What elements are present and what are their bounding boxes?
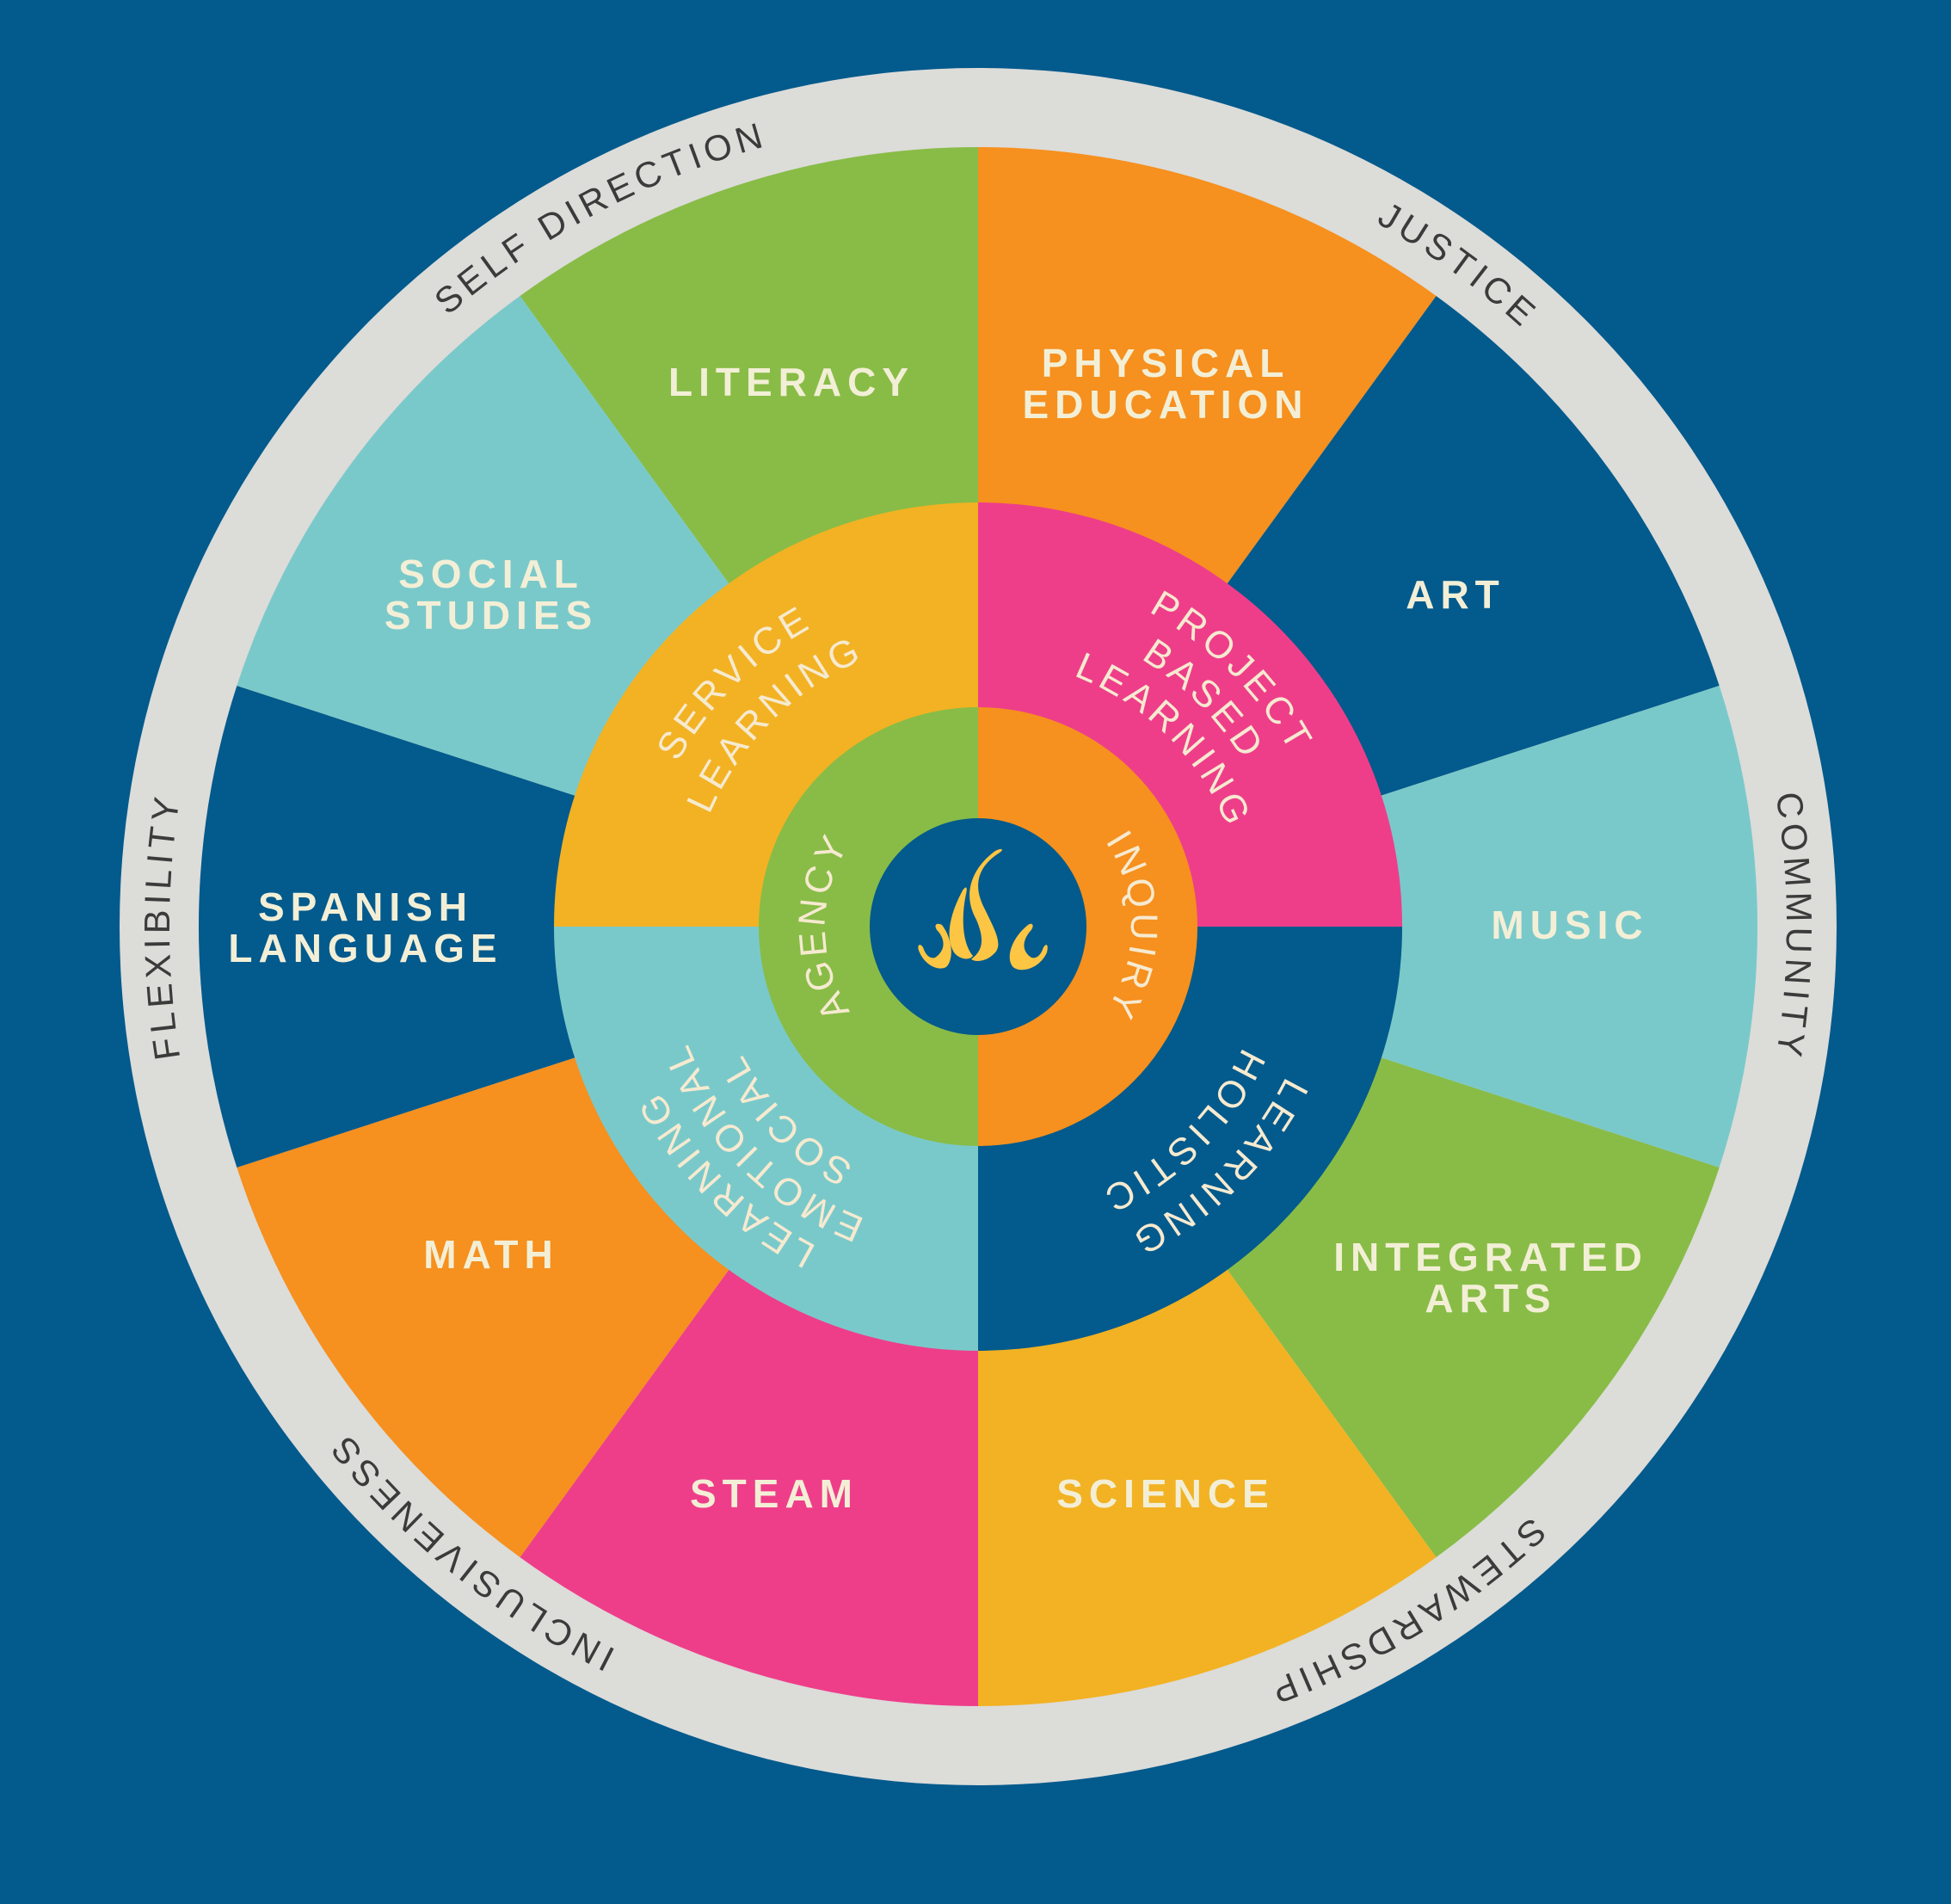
subject-steam-label: STEAM [690,1471,859,1516]
core-inquiry-segment [978,707,1197,1146]
subject-literacy-label: LITERACY [668,360,914,404]
label-line: LANGUAGE [228,926,502,970]
core-agency-segment [759,707,978,1146]
label-line: SCIENCE [1056,1471,1274,1516]
subject-science-label: SCIENCE [1056,1471,1274,1516]
subject-art-label: ART [1406,572,1505,617]
flame-icon [918,848,1048,970]
center-circle [870,818,1086,1035]
label-line: ART [1406,572,1505,617]
label-line: ARTS [1425,1276,1556,1321]
label-line: INTEGRATED [1333,1235,1648,1279]
label-line: SOCIAL [398,551,584,596]
subject-math-label: MATH [423,1232,558,1277]
label-line: EDUCATION [1022,382,1308,427]
subject-music-label: MUSIC [1491,903,1648,947]
label-line: STEAM [690,1471,859,1516]
label-line: PHYSICAL [1042,341,1290,385]
value-label-flexibility: FLEXIBILITY [137,790,188,1063]
value-label-flexibility-text: FLEXIBILITY [137,790,183,1063]
label-line: MATH [423,1232,558,1277]
label-line: STUDIES [385,593,598,638]
core-ring [759,707,1197,1146]
label-line: MUSIC [1491,903,1648,947]
label-line: LITERACY [668,360,914,404]
label-line: SPANISH [258,884,473,929]
